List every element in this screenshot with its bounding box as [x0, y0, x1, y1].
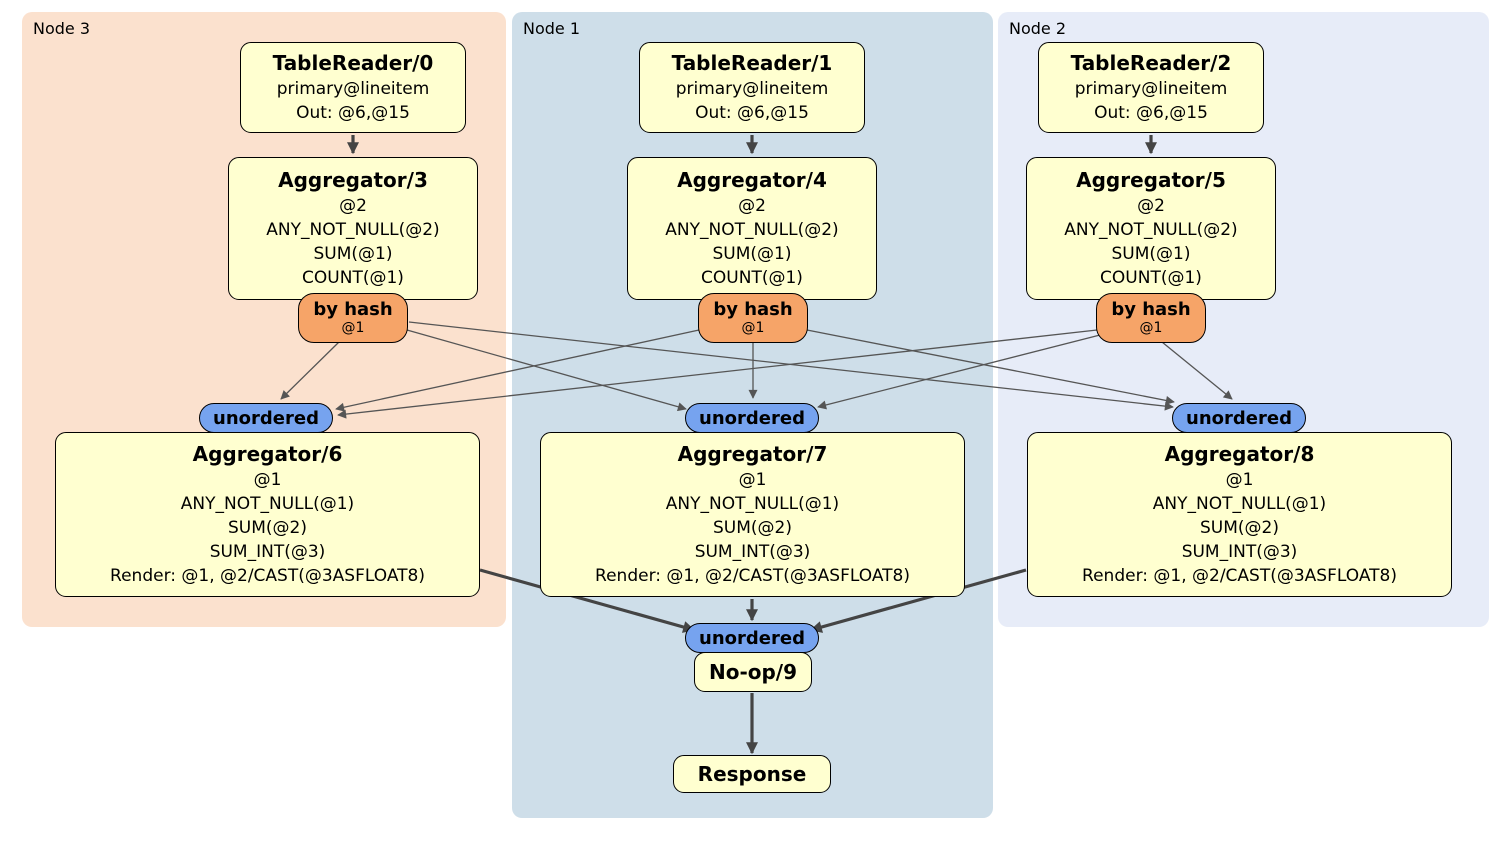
agg-line: SUM_INT(@3) [694, 542, 811, 562]
aggregator-box: Aggregator/3 @2 ANY_NOT_NULL(@2) SUM(@1)… [228, 157, 478, 300]
agg-line: SUM_INT(@3) [1181, 542, 1298, 562]
processor-title: Aggregator/4 [677, 168, 827, 192]
processor-title: Aggregator/7 [677, 442, 828, 466]
aggregator-box: Aggregator/4 @2 ANY_NOT_NULL(@2) SUM(@1)… [627, 157, 877, 300]
stream-unordered: unordered [1172, 403, 1306, 433]
out-line: Out: @6,@15 [296, 103, 410, 123]
processor-title: TableReader/2 [1070, 51, 1232, 75]
table-reader-box: TableReader/2 primary@lineitem Out: @6,@… [1038, 42, 1264, 133]
agg-line: SUM(@2) [713, 518, 792, 538]
agg-line: SUM_INT(@3) [209, 542, 326, 562]
processor-title: TableReader/1 [671, 51, 833, 75]
agg-render-line: Render: @1, @2/CAST(@3ASFLOAT8) [595, 566, 910, 586]
agg-line: @2 [738, 196, 766, 216]
aggregator-box: Aggregator/7 @1 ANY_NOT_NULL(@1) SUM(@2)… [540, 432, 965, 597]
router-detail: @1 [741, 320, 765, 336]
router-by-hash: by hash @1 [698, 293, 808, 343]
agg-line: ANY_NOT_NULL(@2) [266, 220, 440, 240]
processor-title: Aggregator/6 [192, 442, 343, 466]
region-label: Node 1 [523, 19, 581, 38]
table-reader-box: TableReader/1 primary@lineitem Out: @6,@… [639, 42, 865, 133]
stream-unordered: unordered [199, 403, 333, 433]
processor-title: Aggregator/5 [1076, 168, 1226, 192]
agg-line: @1 [1225, 470, 1254, 490]
agg-line: ANY_NOT_NULL(@2) [1064, 220, 1238, 240]
router-label: by hash [313, 299, 393, 320]
stream-unordered-final: unordered [685, 623, 819, 653]
agg-line: COUNT(@1) [701, 268, 803, 288]
router-label: by hash [1111, 299, 1191, 320]
index-line: primary@lineitem [276, 79, 430, 99]
agg-line: SUM(@2) [1200, 518, 1279, 538]
agg-line: @2 [1137, 196, 1165, 216]
agg-line: SUM(@1) [1111, 244, 1191, 264]
agg-line: SUM(@2) [228, 518, 307, 538]
agg-line: ANY_NOT_NULL(@1) [180, 494, 355, 514]
agg-line: SUM(@1) [712, 244, 792, 264]
router-detail: @1 [341, 320, 365, 336]
agg-render-line: Render: @1, @2/CAST(@3ASFLOAT8) [1082, 566, 1397, 586]
out-line: Out: @6,@15 [1094, 103, 1208, 123]
processor-title: No-op/9 [708, 659, 798, 684]
index-line: primary@lineitem [675, 79, 829, 99]
region-label: Node 2 [1009, 19, 1067, 38]
processor-title: Aggregator/8 [1164, 442, 1315, 466]
router-label: by hash [713, 299, 793, 320]
response-box: Response [673, 755, 831, 793]
agg-line: ANY_NOT_NULL(@1) [1152, 494, 1327, 514]
agg-line: @1 [738, 470, 767, 490]
stream-unordered: unordered [685, 403, 819, 433]
agg-line: @2 [339, 196, 367, 216]
agg-line: SUM(@1) [313, 244, 393, 264]
agg-line: COUNT(@1) [302, 268, 404, 288]
processor-title: Response [697, 761, 807, 786]
table-reader-box: TableReader/0 primary@lineitem Out: @6,@… [240, 42, 466, 133]
node-region-1: Node 1 TableReader/1 primary@lineitem Ou… [512, 12, 993, 818]
index-line: primary@lineitem [1074, 79, 1228, 99]
node-region-3: Node 3 TableReader/0 primary@lineitem Ou… [22, 12, 506, 627]
agg-line: COUNT(@1) [1100, 268, 1202, 288]
agg-line: @1 [253, 470, 282, 490]
agg-render-line: Render: @1, @2/CAST(@3ASFLOAT8) [110, 566, 425, 586]
router-by-hash: by hash @1 [1096, 293, 1206, 343]
agg-line: ANY_NOT_NULL(@2) [665, 220, 839, 240]
node-region-2: Node 2 TableReader/2 primary@lineitem Ou… [998, 12, 1489, 627]
router-detail: @1 [1139, 320, 1163, 336]
aggregator-box: Aggregator/6 @1 ANY_NOT_NULL(@1) SUM(@2)… [55, 432, 480, 597]
processor-title: TableReader/0 [272, 51, 434, 75]
agg-line: ANY_NOT_NULL(@1) [665, 494, 840, 514]
processor-title: Aggregator/3 [278, 168, 428, 192]
aggregator-box: Aggregator/5 @2 ANY_NOT_NULL(@2) SUM(@1)… [1026, 157, 1276, 300]
router-by-hash: by hash @1 [298, 293, 408, 343]
region-label: Node 3 [33, 19, 91, 38]
noop-box: No-op/9 [694, 652, 812, 692]
aggregator-box: Aggregator/8 @1 ANY_NOT_NULL(@1) SUM(@2)… [1027, 432, 1452, 597]
out-line: Out: @6,@15 [695, 103, 809, 123]
